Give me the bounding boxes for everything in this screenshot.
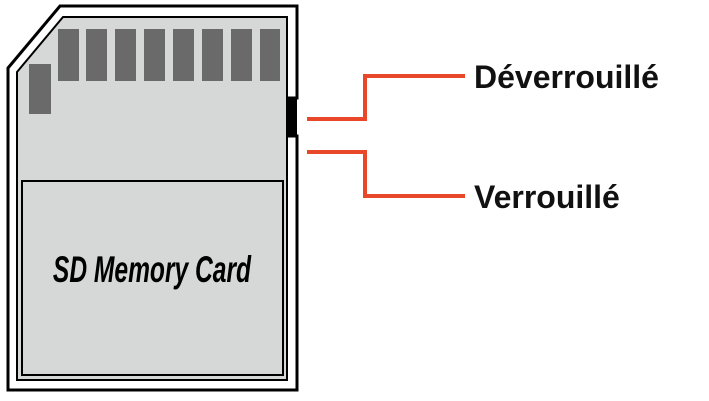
contact-pins	[29, 29, 280, 114]
contact-pin	[173, 29, 194, 81]
card-label-text: SD Memory Card	[53, 248, 252, 291]
contact-pin	[231, 29, 252, 81]
unlocked-label: Déverrouillé	[474, 59, 659, 95]
locked-label: Verrouillé	[474, 179, 620, 215]
contact-pin	[202, 29, 223, 81]
contact-pin	[144, 29, 165, 81]
card-label-area	[21, 180, 284, 376]
write-protect-switch	[288, 98, 297, 136]
contact-pin	[58, 29, 79, 81]
contact-pin	[86, 29, 107, 81]
unlocked-callout-line	[307, 74, 465, 121]
locked-callout-line	[307, 150, 465, 198]
contact-pin	[29, 64, 51, 114]
contact-pin	[115, 29, 136, 81]
contact-pin	[260, 29, 280, 81]
